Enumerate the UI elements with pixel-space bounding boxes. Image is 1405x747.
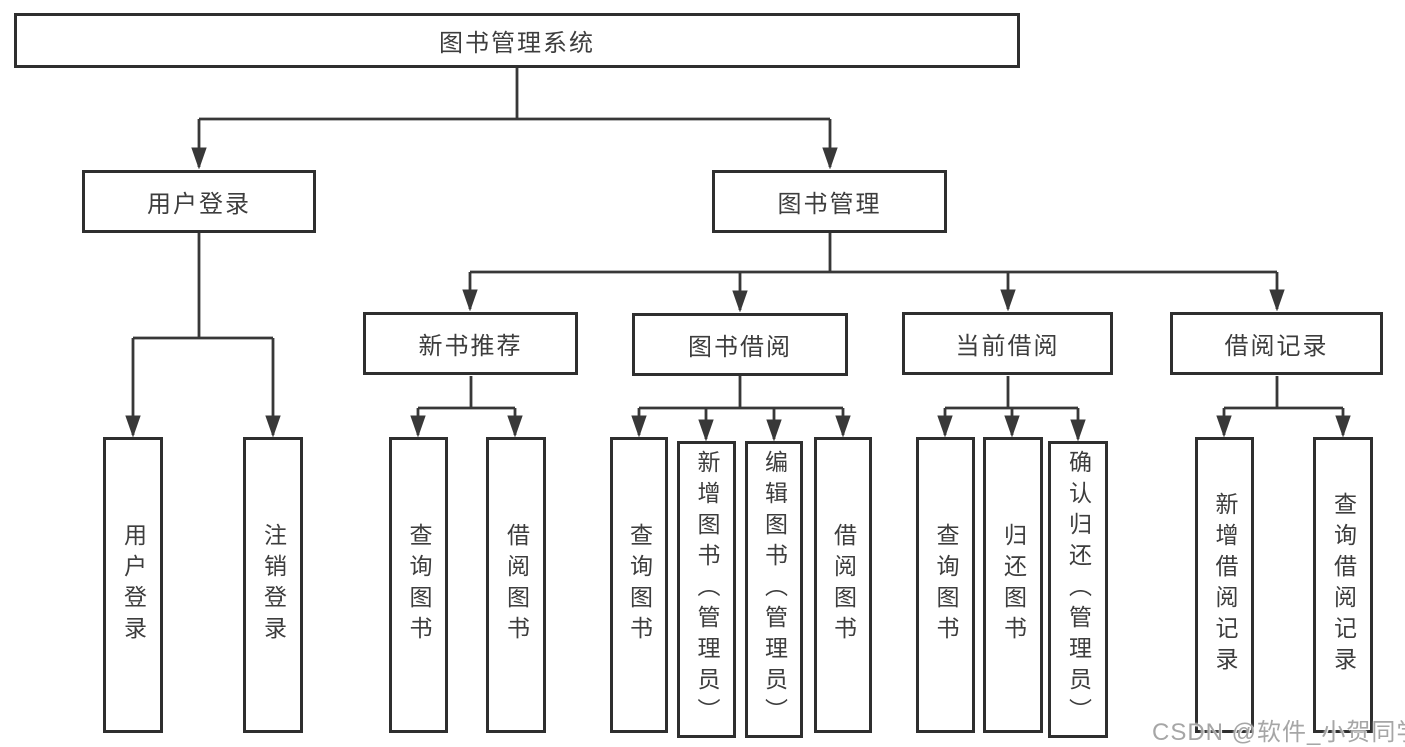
leaf-newbook-borrow-books: 借阅图书 [486,437,546,733]
leaf-user-login: 用户登录 [103,437,163,733]
leaf-borrow-borrow-books: 借阅图书 [814,437,872,733]
leaf-logout-login: 注销登录 [243,437,303,733]
leaf-current-confirm-return-admin: 确认归还（管理员） [1048,441,1108,738]
leaf-records-add-record: 新增借阅记录 [1195,437,1254,733]
leaf-records-query-record: 查询借阅记录 [1313,437,1373,733]
leaf-current-query-books: 查询图书 [916,437,975,733]
leaf-newbook-query-books: 查询图书 [389,437,448,733]
node-borrow-records: 借阅记录 [1170,312,1383,375]
leaf-borrow-add-books-admin: 新增图书（管理员） [677,441,736,738]
node-current-borrowing: 当前借阅 [902,312,1113,375]
node-book-borrowing: 图书借阅 [632,313,848,376]
leaf-current-return-books: 归还图书 [983,437,1043,733]
leaf-borrow-edit-books-admin: 编辑图书（管理员） [745,441,803,738]
watermark: CSDN @软件_小贺同学 [1152,719,1405,746]
node-root-system: 图书管理系统 [14,13,1020,68]
node-book-management: 图书管理 [712,170,947,233]
leaf-borrow-query-books: 查询图书 [610,437,668,733]
node-new-book-recommend: 新书推荐 [363,312,578,375]
node-user-login: 用户登录 [82,170,316,233]
